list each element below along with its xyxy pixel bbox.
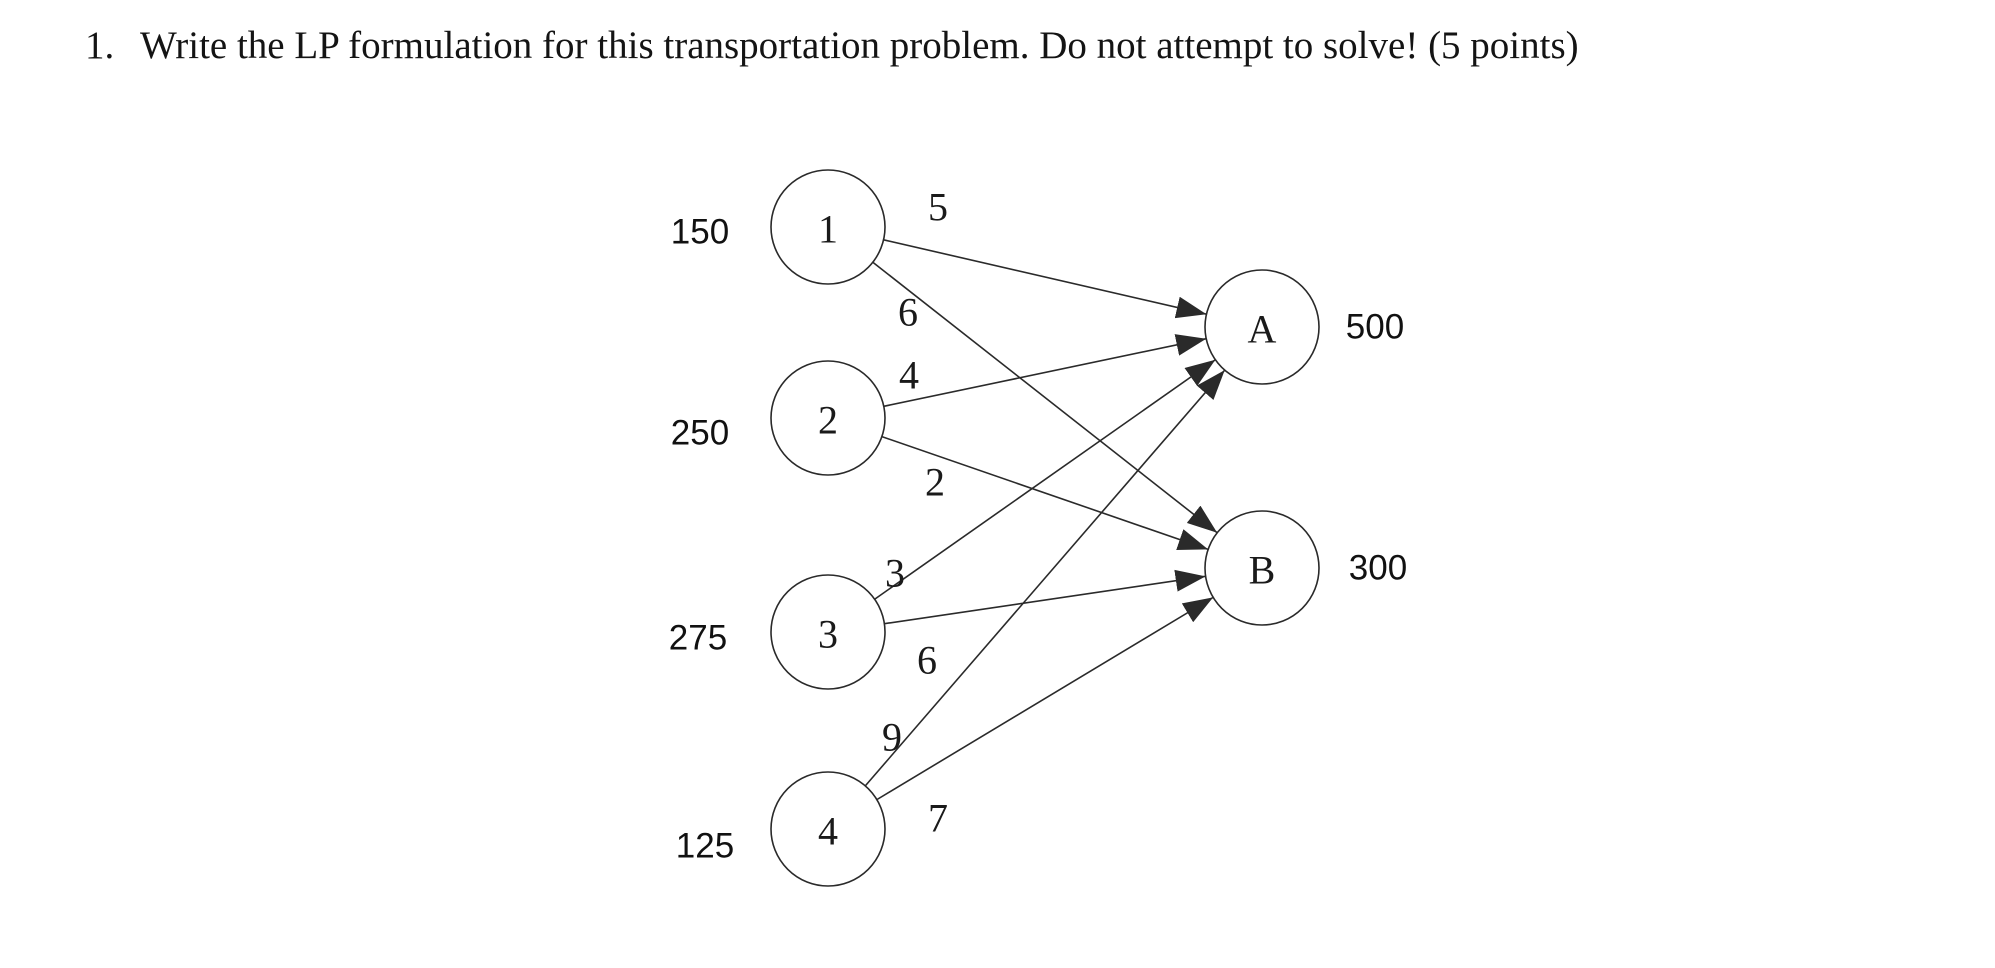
edge-2-B-arrow	[881, 435, 1209, 551]
supply-node-4-label: 4	[818, 809, 838, 854]
question-line: 1. Write the LP formulation for this tran…	[85, 24, 1579, 69]
supply-node-1-label: 1	[818, 207, 838, 252]
demand-node-A-circle	[1204, 269, 1320, 385]
edge-3-B-cost-label: 6	[917, 638, 937, 683]
supply-node-3-label: 3	[818, 612, 838, 657]
supply-node-4-circle	[770, 771, 886, 887]
edge-4-B-arrow	[876, 596, 1214, 801]
edge-4-B-cost-label: 7	[928, 796, 948, 841]
demand-node-B-circle	[1204, 510, 1320, 626]
demand-node-A-label: A	[1248, 307, 1277, 352]
supply-node-1-circle	[770, 169, 886, 285]
edge-3-A-arrow	[874, 359, 1216, 600]
edge-1-B-cost-label: 6	[898, 290, 918, 335]
edge-1-A-arrow	[883, 239, 1207, 319]
edge-4-A-cost-label: 9	[882, 715, 902, 760]
supply-amount-3: 275	[669, 619, 727, 658]
supply-amount-4: 125	[676, 827, 734, 866]
edge-3-B-arrow	[884, 569, 1206, 625]
edge-1-A-cost-label: 5	[928, 185, 948, 230]
question-text: Write the LP formulation for this transp…	[140, 24, 1579, 67]
demand-node-B-label: B	[1249, 548, 1276, 593]
supply-node-2-circle	[770, 360, 886, 476]
edge-4-A-arrow	[864, 369, 1226, 787]
supply-node-2-label: 2	[818, 398, 838, 443]
edge-3-A-cost-label: 3	[885, 551, 905, 596]
supply-node-3-circle	[770, 574, 886, 690]
supply-amount-2: 250	[671, 414, 729, 453]
demand-amount-A: 500	[1346, 308, 1404, 347]
edge-2-A-arrow	[883, 334, 1207, 408]
demand-amount-B: 300	[1349, 549, 1407, 588]
edge-2-A-cost-label: 4	[899, 353, 919, 398]
edge-1-B-arrow	[872, 261, 1218, 534]
supply-amount-1: 150	[671, 213, 729, 252]
question-number: 1.	[85, 24, 115, 67]
edge-2-B-cost-label: 2	[925, 460, 945, 505]
